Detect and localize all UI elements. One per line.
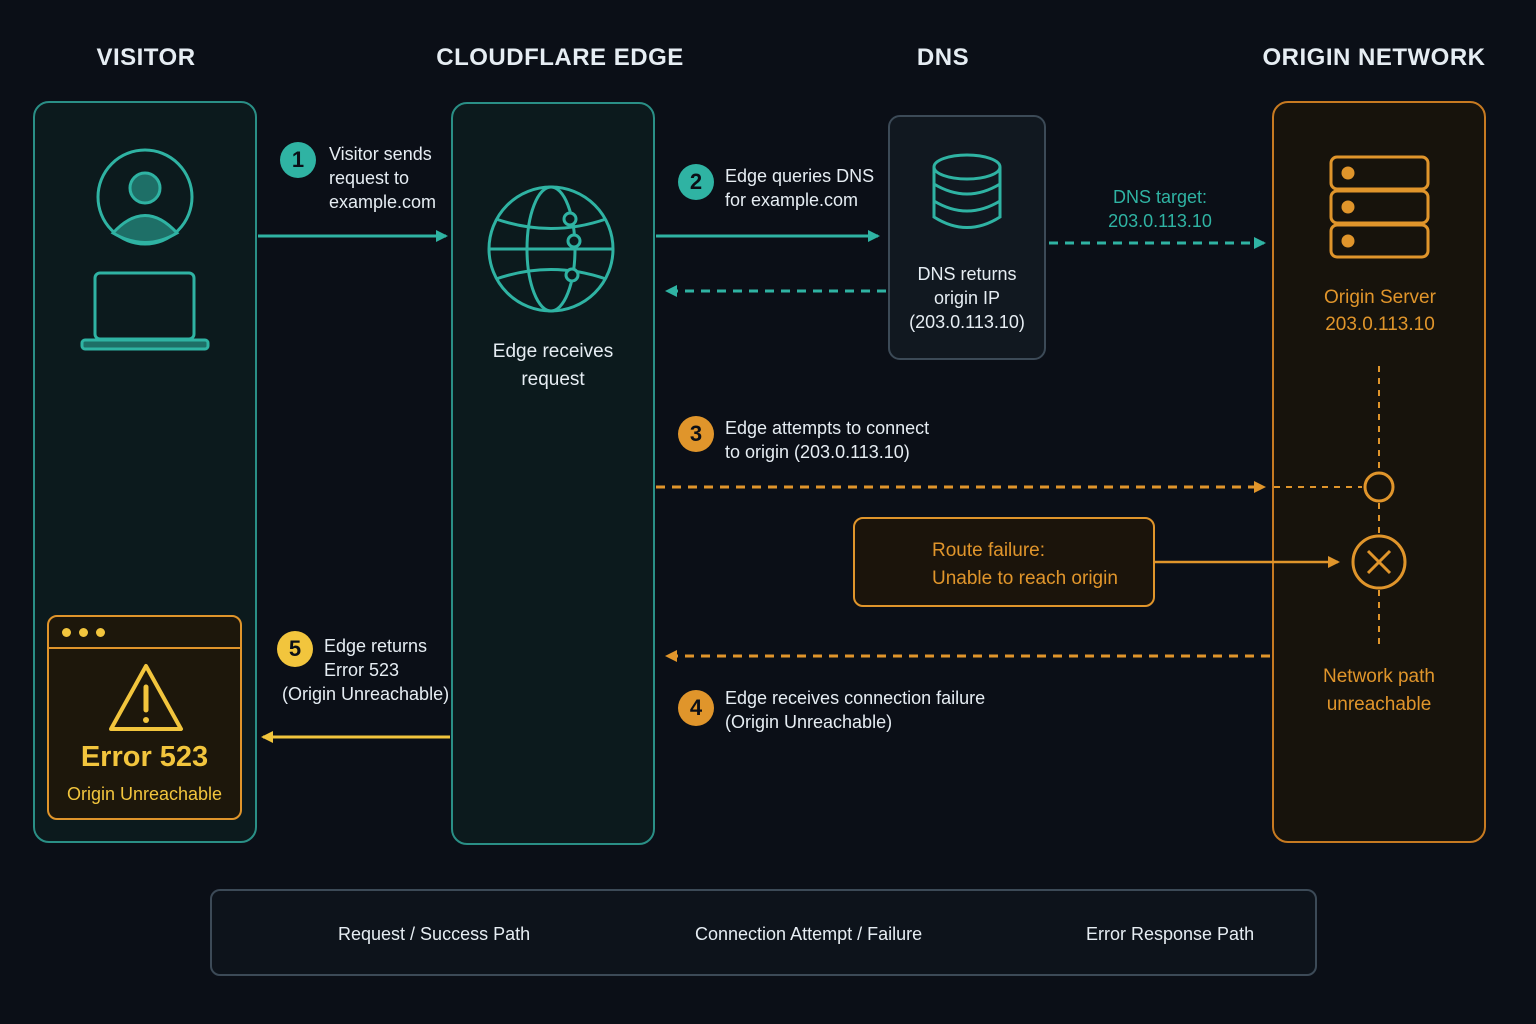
window-dot-icon — [96, 628, 105, 637]
dns-label: DNS returns origin IP (203.0.113.10) — [909, 264, 1025, 332]
step-2-label: Edge queries DNS for example.com — [725, 166, 875, 210]
edge-panel — [451, 102, 655, 845]
error-card: Error 523 Origin Unreachable — [47, 615, 242, 820]
step-badge-4: 4 — [678, 690, 714, 726]
dns-target-label: DNS target: 203.0.113.10 — [1108, 187, 1212, 231]
column-title-origin: ORIGIN NETWORK — [1262, 44, 1486, 71]
legend-error-label: Error Response Path — [1086, 924, 1255, 944]
browser-titlebar — [49, 617, 240, 649]
network-path-label: Network path unreachable — [1323, 666, 1435, 715]
step-badge-1: 1 — [280, 142, 316, 178]
window-dot-icon — [79, 628, 88, 637]
failure-x-icon — [1351, 534, 1407, 590]
column-title-edge: CLOUDFLARE EDGE — [436, 44, 684, 71]
step-3-label: Edge attempts to connect to origin (203.… — [725, 418, 930, 462]
column-title-visitor: VISITOR — [96, 44, 196, 71]
step-4-label: Edge receives connection failure (Origin… — [725, 688, 986, 732]
column-title-dns: DNS — [916, 44, 970, 71]
user-icon — [96, 148, 194, 246]
route-failure-title: Route failure: — [932, 540, 1046, 561]
step-badge-5: 5 — [277, 631, 313, 667]
step-badge-2: 2 — [678, 164, 714, 200]
globe-icon — [487, 185, 615, 313]
step-badge-3: 3 — [678, 416, 714, 452]
error-message: Origin Unreachable — [66, 784, 223, 804]
legend — [210, 889, 1317, 976]
network-node — [1363, 471, 1395, 503]
error-code: Error 523 — [80, 741, 209, 773]
legend-request-label: Request / Success Path — [338, 924, 531, 944]
route-failure-callout: Route failure: Unable to reach origin — [853, 517, 1155, 607]
route-failure-detail: Unable to reach origin — [932, 568, 1118, 589]
step-1-label: Visitor sends request to example.com — [329, 144, 437, 212]
step-5-label: Edge returns Error 523 (Origin Unreachab… — [282, 636, 450, 704]
origin-server-label: Origin Server 203.0.113.10 — [1324, 287, 1436, 335]
laptop-icon — [80, 271, 210, 351]
edge-label: Edge receives request — [492, 341, 614, 390]
legend-attempt-label: Connection Attempt / Failure — [695, 924, 923, 944]
warning-triangle-icon — [109, 664, 183, 731]
server-icon — [1329, 155, 1430, 259]
database-icon — [932, 153, 1002, 229]
window-dot-icon — [62, 628, 71, 637]
